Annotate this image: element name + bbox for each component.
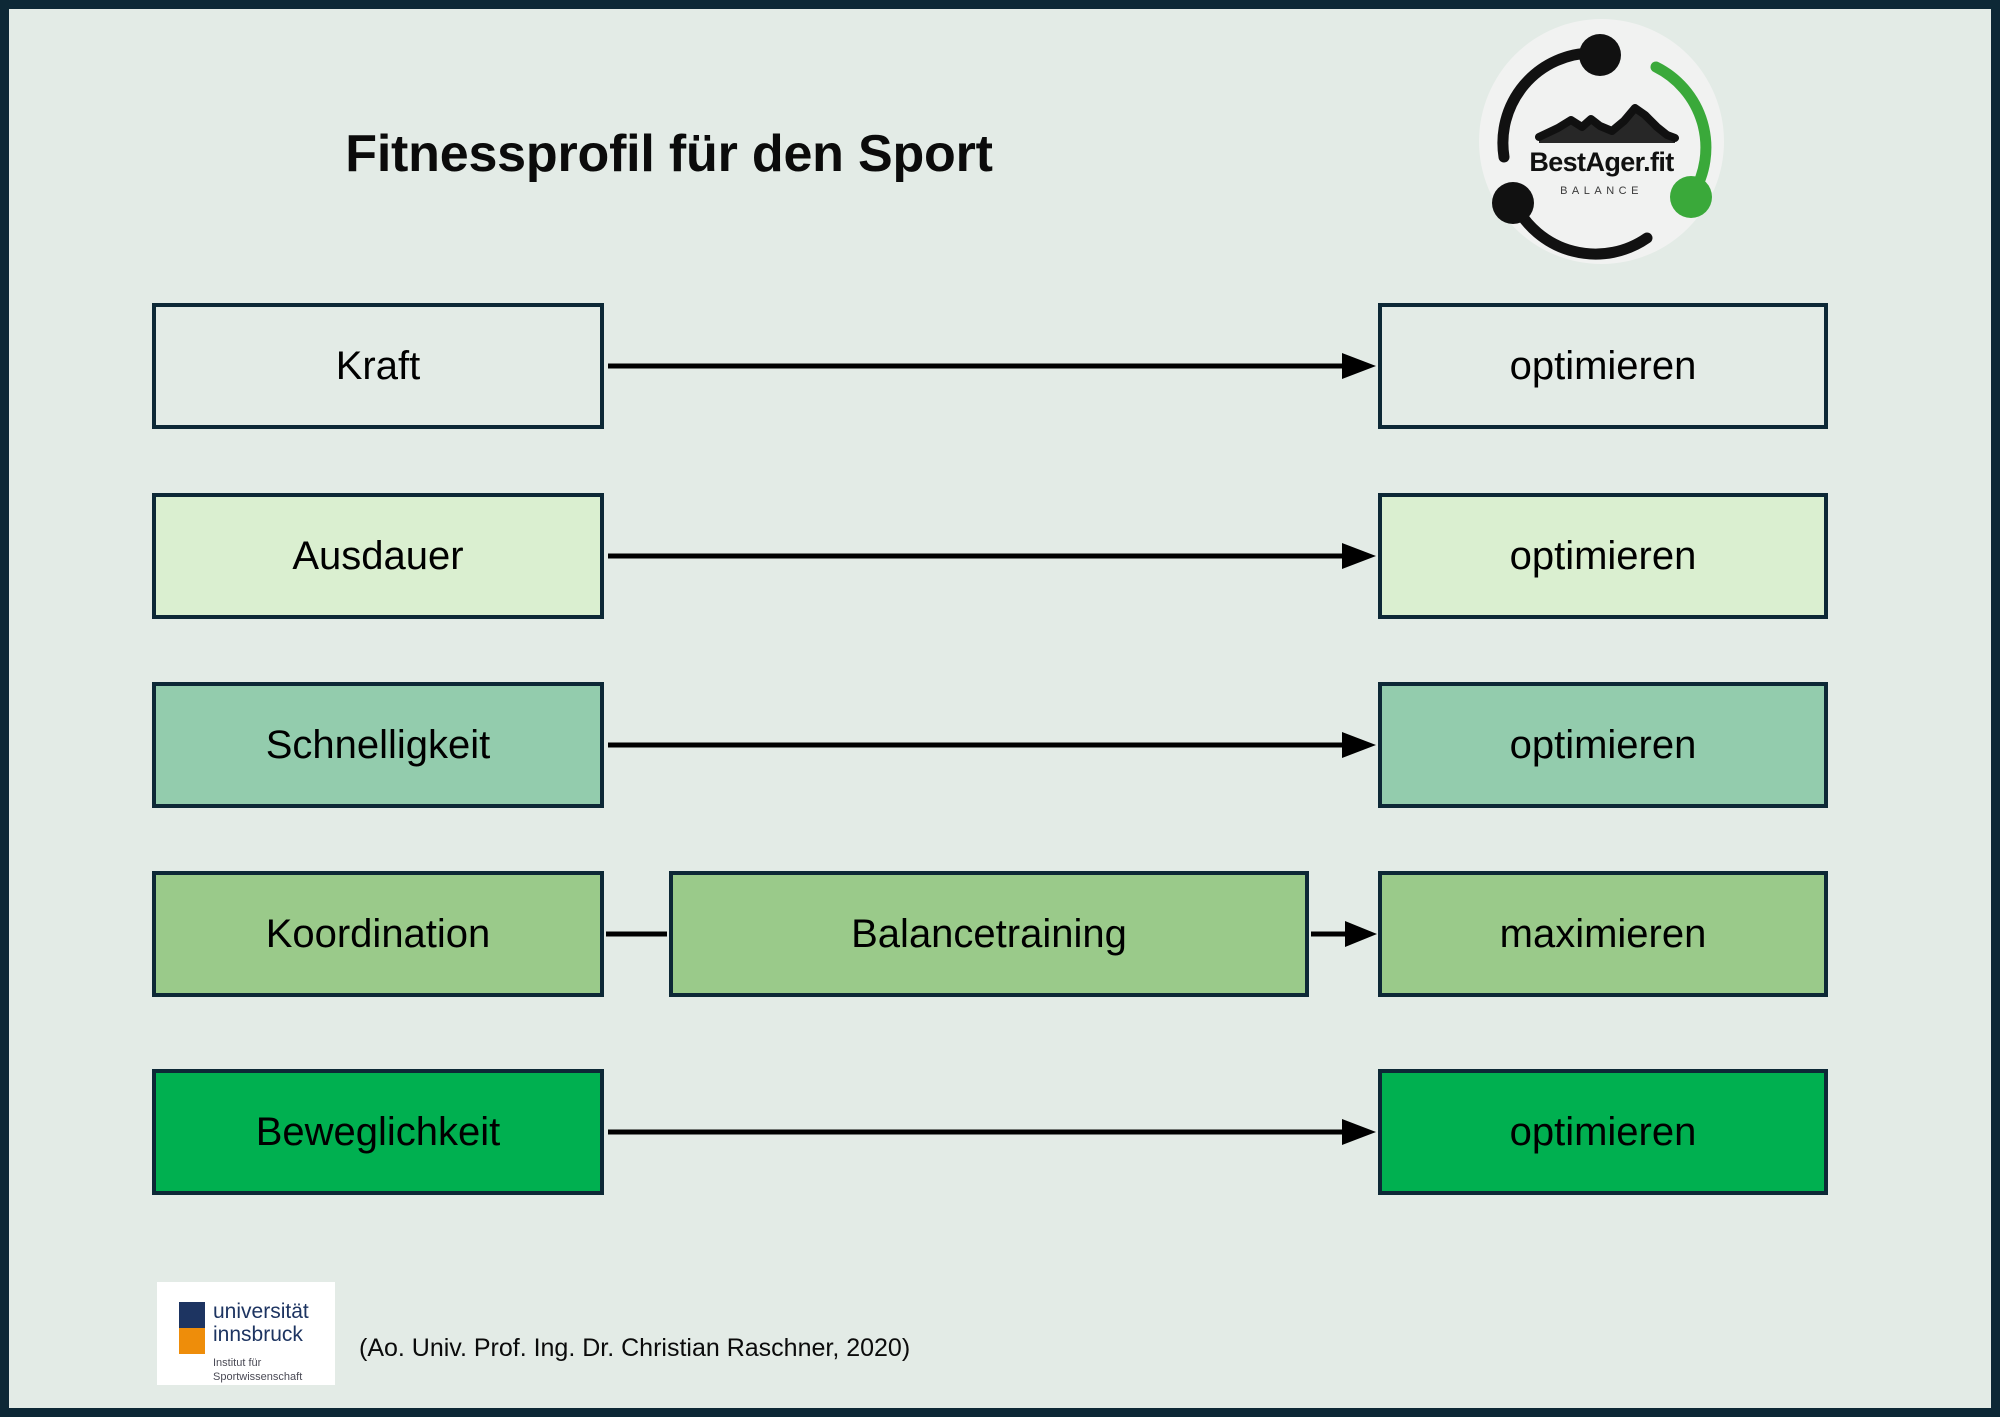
node-ausdauer-goal[interactable]: optimieren [1378,493,1828,619]
node-schnelligkeit-goal[interactable]: optimieren [1378,682,1828,808]
node-koordination-goal-label: maximieren [1499,911,1707,956]
bestager-logo-graphic [1492,34,1712,260]
node-koordination-label: Koordination [265,911,491,956]
node-beweglichkeit[interactable]: Beweglichkeit [152,1069,604,1195]
node-balancetraining-label: Balancetraining [851,911,1127,956]
node-schnelligkeit[interactable]: Schnelligkeit [152,682,604,808]
connector-balance-maximieren [1309,871,1378,997]
bestager-logo: BestAger.fit BALANCE [1479,19,1724,264]
node-kraft-label: Kraft [335,343,421,388]
node-kraft-goal[interactable]: optimieren [1378,303,1828,429]
connector-koordination-balance [604,871,669,997]
university-logo-department: Institut für Sportwissenschaft [213,1356,302,1384]
connector-kraft [604,303,1378,429]
node-ausdauer-goal-label: optimieren [1509,533,1697,578]
university-logo-squares [179,1302,205,1354]
node-ausdauer-label: Ausdauer [292,533,464,578]
node-balancetraining[interactable]: Balancetraining [669,871,1309,997]
square-orange-icon [179,1328,205,1354]
university-innsbruck-logo: universität innsbruck Institut für Sport… [157,1282,335,1385]
node-schnelligkeit-goal-label: optimieren [1509,722,1697,767]
node-beweglichkeit-goal[interactable]: optimieren [1378,1069,1828,1195]
node-ausdauer[interactable]: Ausdauer [152,493,604,619]
node-koordination[interactable]: Koordination [152,871,604,997]
row-schnelligkeit: Schnelligkeit optimieren [9,682,1991,808]
source-caption: (Ao. Univ. Prof. Ing. Dr. Christian Rasc… [359,1334,911,1362]
connector-beweglichkeit [604,1069,1378,1195]
node-beweglichkeit-goal-label: optimieren [1509,1109,1697,1154]
connector-schnelligkeit [604,682,1378,808]
row-kraft: Kraft optimieren [9,303,1991,429]
university-logo-dept-line1: Institut für [213,1357,262,1369]
page-title: Fitnessprofil für den Sport [345,125,993,183]
connector-ausdauer [604,493,1378,619]
university-logo-line2: innsbruck [213,1323,303,1346]
node-schnelligkeit-label: Schnelligkeit [265,722,491,767]
node-koordination-goal[interactable]: maximieren [1378,871,1828,997]
node-kraft-goal-label: optimieren [1509,343,1697,388]
node-beweglichkeit-label: Beweglichkeit [255,1109,501,1154]
node-kraft[interactable]: Kraft [152,303,604,429]
row-ausdauer: Ausdauer optimieren [9,493,1991,619]
bestager-logo-wordmark: BestAger.fit [1529,147,1674,177]
university-logo-line1: universität [213,1300,309,1323]
square-navy-icon [179,1302,205,1328]
row-koordination: Koordination Balancetraining maximieren [9,871,1991,997]
university-logo-dept-line2: Sportwissenschaft [213,1371,303,1383]
bestager-logo-tagline: BALANCE [1560,185,1643,197]
row-beweglichkeit: Beweglichkeit optimieren [9,1069,1991,1195]
university-logo-wordmark: universität innsbruck [213,1300,309,1346]
